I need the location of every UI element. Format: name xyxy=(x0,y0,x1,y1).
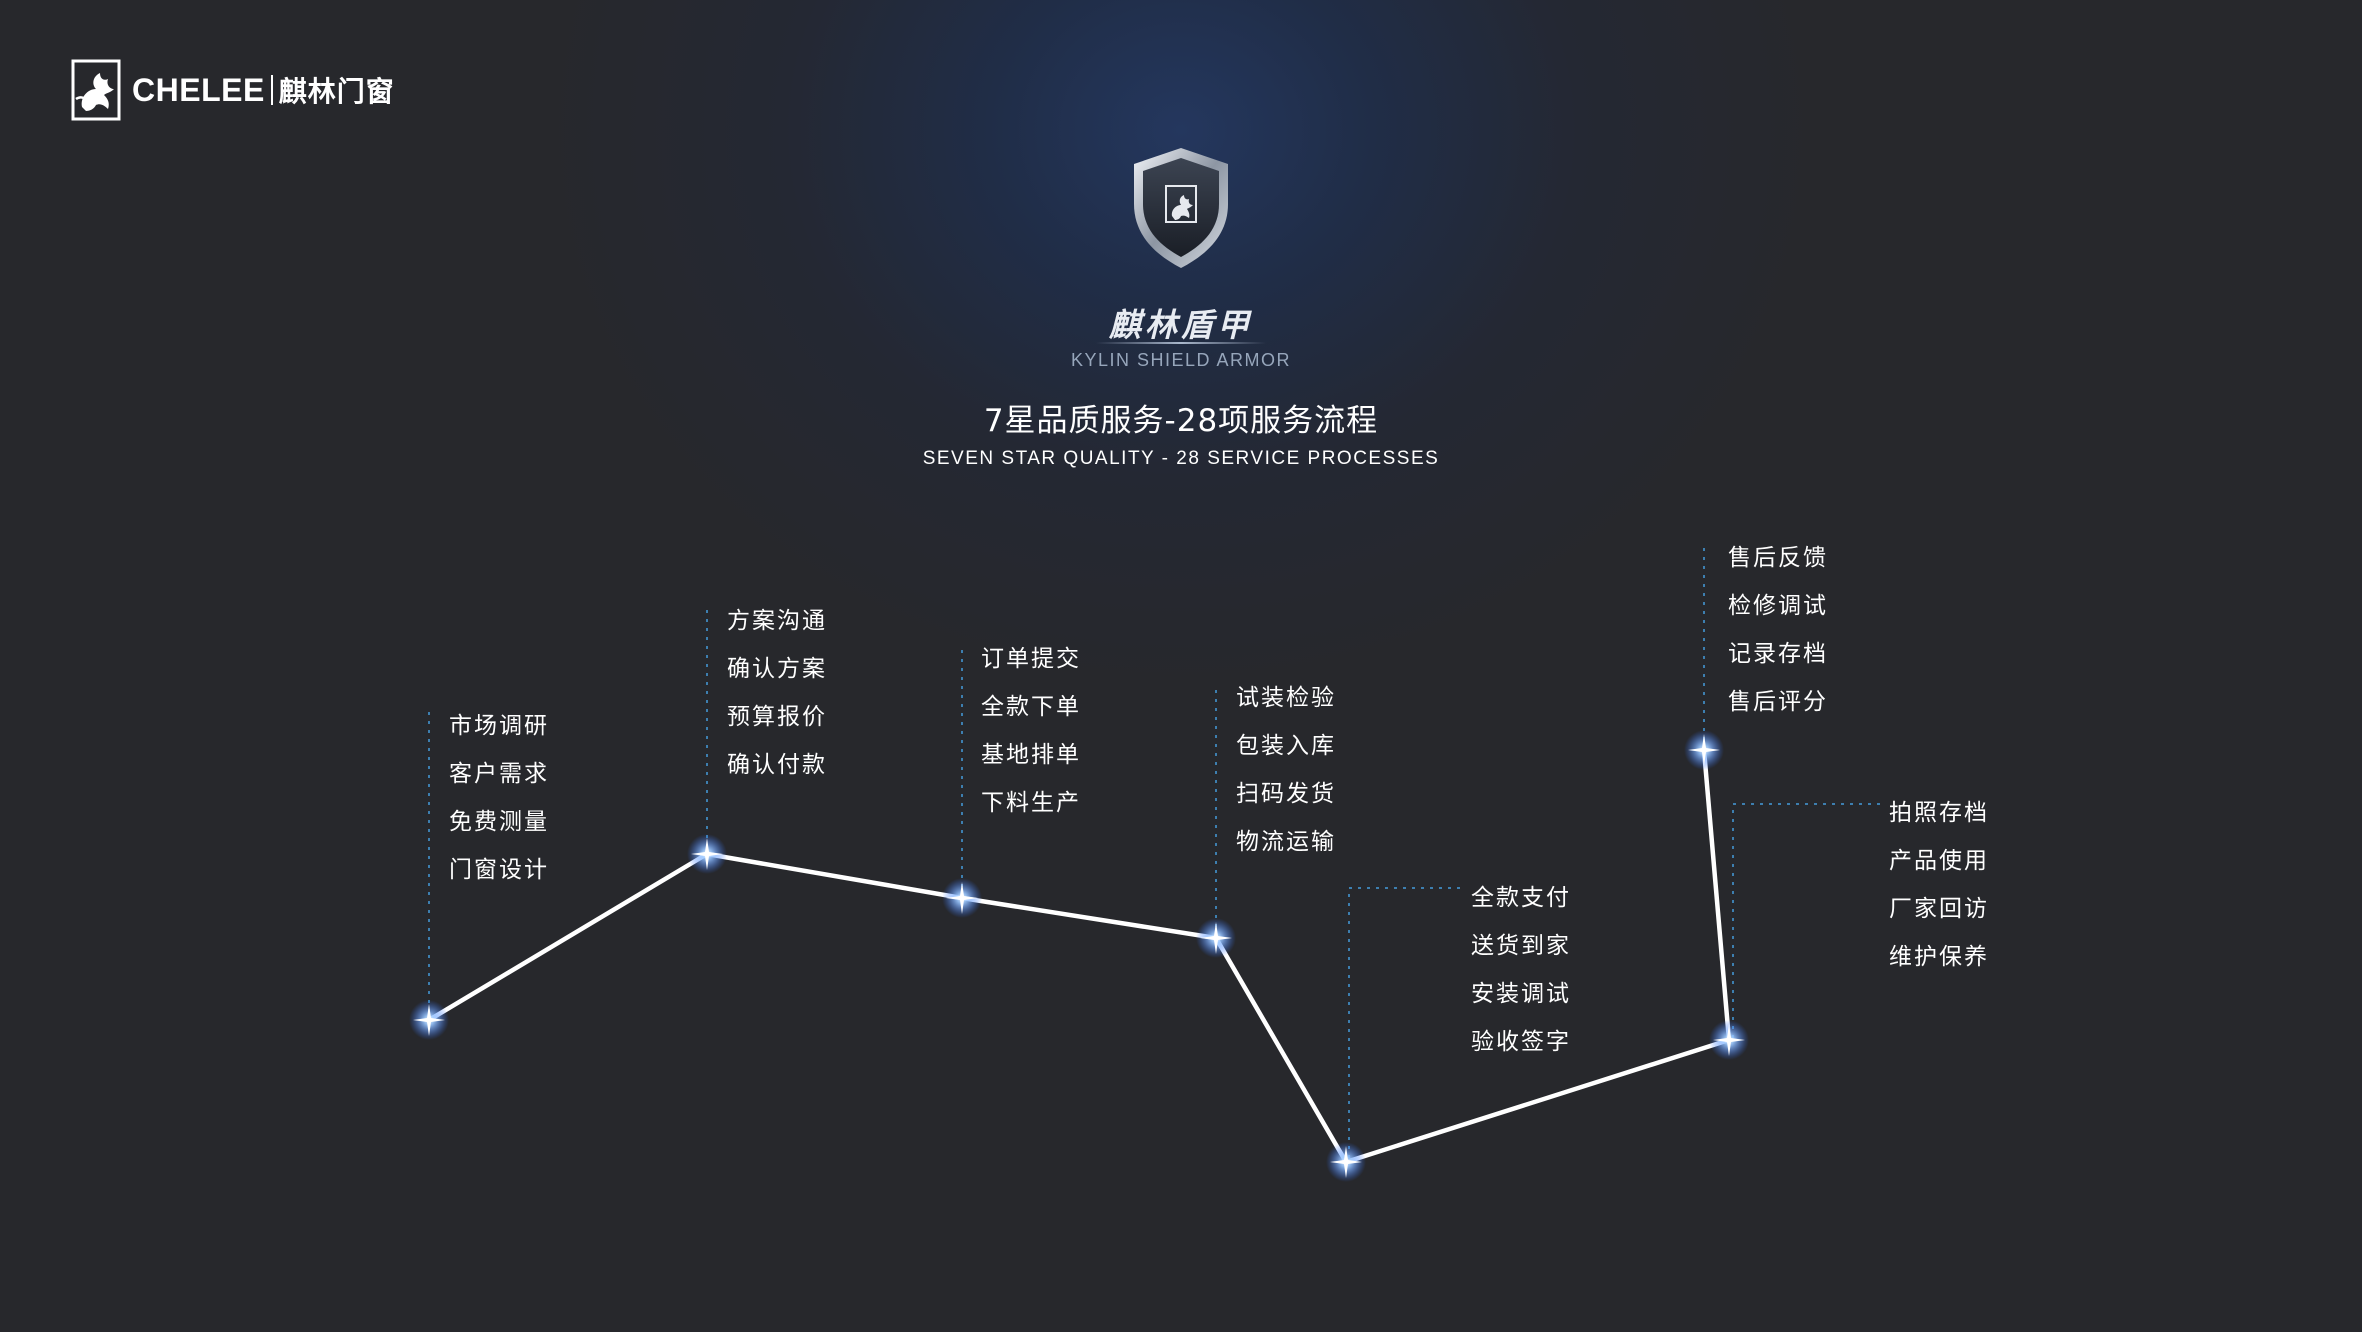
step-item: 记录存档 xyxy=(1728,641,1828,667)
step-item: 市场调研 xyxy=(449,713,549,739)
shield-icon xyxy=(1134,148,1228,268)
kylin-logo-icon xyxy=(71,59,121,121)
step-item: 全款下单 xyxy=(981,694,1081,720)
step-item: 客户需求 xyxy=(449,761,549,787)
step-item: 安装调试 xyxy=(1471,981,1571,1007)
step-item: 免费测量 xyxy=(449,809,549,835)
brand-divider xyxy=(1096,342,1266,344)
step-group-5: 全款支付 送货到家 安装调试 验收签字 xyxy=(1471,874,1571,1066)
step-item: 售后评分 xyxy=(1728,689,1828,715)
step-group-4: 试装检验 包装入库 扫码发货 物流运输 xyxy=(1236,674,1336,866)
step-item: 维护保养 xyxy=(1889,944,1989,970)
step-item: 厂家回访 xyxy=(1889,896,1989,922)
page-title: 7星品质服务-28项服务流程 xyxy=(983,403,1379,439)
step-item: 试装检验 xyxy=(1236,685,1336,711)
step-item: 基地排单 xyxy=(981,742,1081,768)
brand-name: CHELEE xyxy=(132,71,265,108)
step-item: 扫码发货 xyxy=(1236,781,1336,807)
path-nodes xyxy=(409,730,1749,1182)
connector-6 xyxy=(1732,803,1880,1038)
step-item: 方案沟通 xyxy=(727,608,827,634)
step-item: 门窗设计 xyxy=(449,857,549,883)
step-item: 物流运输 xyxy=(1236,829,1336,855)
shield-brand-cn: 麒林盾甲 xyxy=(1108,306,1253,344)
step-group-1: 市场调研 客户需求 免费测量 门窗设计 xyxy=(449,702,549,894)
brand-logo: CHELEE 麒林门窗 xyxy=(70,58,395,122)
step-item: 售后反馈 xyxy=(1728,545,1828,571)
page-subtitle: SEVEN STAR QUALITY - 28 SERVICE PROCESSE… xyxy=(922,448,1440,469)
node-4 xyxy=(1196,918,1236,958)
step-item: 全款支付 xyxy=(1471,885,1571,911)
step-item: 包装入库 xyxy=(1236,733,1336,759)
step-item: 验收签字 xyxy=(1471,1029,1571,1055)
node-5 xyxy=(1326,1142,1366,1182)
step-item: 产品使用 xyxy=(1889,848,1989,874)
step-item: 拍照存档 xyxy=(1889,800,1989,826)
step-group-3: 订单提交 全款下单 基地排单 下料生产 xyxy=(981,635,1081,827)
connector-5 xyxy=(1348,887,1466,1158)
step-group-7: 售后反馈 检修调试 记录存档 售后评分 xyxy=(1728,534,1828,726)
step-item: 预算报价 xyxy=(727,704,827,730)
shield-brand-en: KYLIN SHIELD ARMOR xyxy=(1070,350,1292,370)
connector-lines xyxy=(428,548,1880,1158)
node-7 xyxy=(1684,730,1724,770)
brand-name-cn: 麒林门窗 xyxy=(278,75,395,108)
step-item: 检修调试 xyxy=(1728,593,1828,619)
step-item: 下料生产 xyxy=(981,790,1081,816)
step-item: 送货到家 xyxy=(1471,933,1571,959)
step-item: 订单提交 xyxy=(981,646,1081,672)
node-2 xyxy=(687,834,727,874)
node-6 xyxy=(1709,1020,1749,1060)
node-3 xyxy=(942,878,982,918)
step-group-2: 方案沟通 确认方案 预算报价 确认付款 xyxy=(727,597,827,789)
node-1 xyxy=(409,1000,449,1040)
step-group-6: 拍照存档 产品使用 厂家回访 维护保养 xyxy=(1889,789,1989,981)
step-item: 确认方案 xyxy=(727,656,827,682)
step-item: 确认付款 xyxy=(727,752,827,778)
brand-separator xyxy=(270,75,273,105)
